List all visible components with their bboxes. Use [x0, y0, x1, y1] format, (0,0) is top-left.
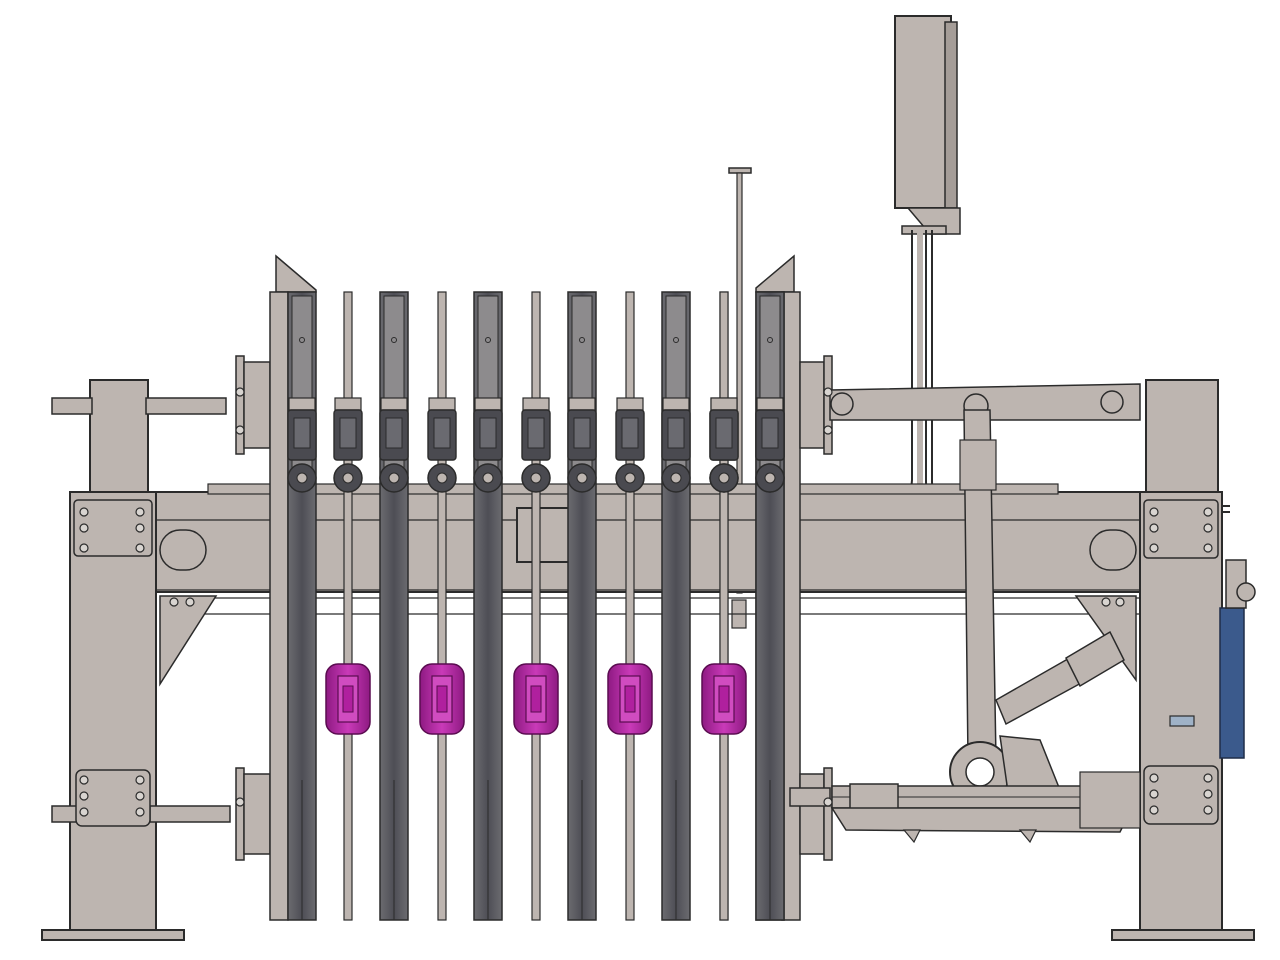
bolt — [79, 775, 89, 785]
carrier-slot — [715, 417, 733, 449]
bolt — [1101, 597, 1111, 607]
bolt — [1149, 523, 1159, 533]
roller-axle — [296, 472, 308, 484]
bolt — [135, 523, 145, 533]
roller-axle — [436, 472, 448, 484]
beam-clamp-block — [516, 507, 570, 563]
bolt — [79, 507, 89, 517]
bolt — [1149, 789, 1159, 799]
bolt — [235, 425, 245, 435]
roller-axle — [576, 472, 588, 484]
thin-plate — [625, 291, 635, 921]
weight-inner — [530, 685, 542, 713]
carrier-top — [428, 397, 456, 411]
bolt — [1203, 773, 1213, 783]
weight-inner — [436, 685, 448, 713]
carrier-slot — [761, 417, 779, 449]
carrier-slot — [667, 417, 685, 449]
right-column — [1111, 379, 1256, 941]
roller-axle — [388, 472, 400, 484]
plate-hole — [299, 337, 305, 343]
thin-plate — [719, 291, 729, 921]
carrier-slot — [479, 417, 497, 449]
thin-plate — [437, 291, 447, 921]
bolt — [135, 507, 145, 517]
bolt — [185, 597, 195, 607]
bolt — [235, 387, 245, 397]
bolt — [823, 387, 833, 397]
roller-axle — [670, 472, 682, 484]
bolt — [135, 807, 145, 817]
roller-axle — [764, 472, 776, 484]
roller-axle — [624, 472, 636, 484]
plate-hole — [485, 337, 491, 343]
weight-inner — [342, 685, 354, 713]
bolt — [135, 775, 145, 785]
bolt — [79, 523, 89, 533]
plate-hole — [767, 337, 773, 343]
carrier-slot — [527, 417, 545, 449]
thin-plate — [531, 291, 541, 921]
carrier-top — [380, 397, 408, 411]
carrier-top — [568, 397, 596, 411]
bolt — [1203, 543, 1213, 553]
bolt — [1149, 543, 1159, 553]
carrier-slot — [433, 417, 451, 449]
carrier-slot — [293, 417, 311, 449]
bolt — [235, 797, 245, 807]
carrier-slot — [385, 417, 403, 449]
carrier-slot — [621, 417, 639, 449]
linkage-arms — [789, 383, 1141, 844]
plate-hole — [391, 337, 397, 343]
carrier-top — [616, 397, 644, 411]
bolt — [823, 425, 833, 435]
bolt — [79, 807, 89, 817]
bolt — [1203, 507, 1213, 517]
carrier-top — [756, 397, 784, 411]
bolt — [823, 797, 833, 807]
thin-plate — [343, 291, 353, 921]
carrier-slot — [573, 417, 591, 449]
bolt — [1149, 773, 1159, 783]
drive-motor — [1219, 607, 1245, 759]
carrier-top — [334, 397, 362, 411]
carrier-top — [662, 397, 690, 411]
bolt — [1149, 507, 1159, 517]
bolt — [135, 791, 145, 801]
bolt — [1149, 805, 1159, 815]
bolt — [79, 543, 89, 553]
carrier-top — [522, 397, 550, 411]
roller-axle — [530, 472, 542, 484]
bolt — [1203, 523, 1213, 533]
carrier-top — [474, 397, 502, 411]
plate-hole — [579, 337, 585, 343]
bolt — [135, 543, 145, 553]
roller-axle — [342, 472, 354, 484]
bolt — [79, 791, 89, 801]
left-column — [41, 379, 231, 941]
bolt — [169, 597, 179, 607]
carrier-slot — [339, 417, 357, 449]
roller-axle — [482, 472, 494, 484]
bolt — [1203, 789, 1213, 799]
weight-inner — [718, 685, 730, 713]
bolts — [79, 387, 1213, 817]
filter-plate-pack — [287, 291, 785, 921]
roller-axle — [718, 472, 730, 484]
bolt — [1115, 597, 1125, 607]
plate-hole — [673, 337, 679, 343]
carrier-top — [710, 397, 738, 411]
carrier-top — [288, 397, 316, 411]
bolt — [1203, 805, 1213, 815]
weight-inner — [624, 685, 636, 713]
